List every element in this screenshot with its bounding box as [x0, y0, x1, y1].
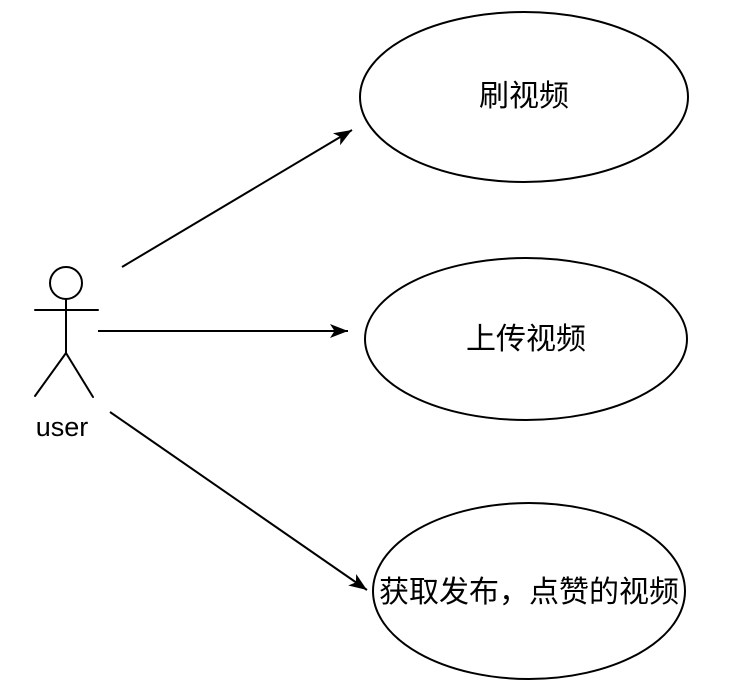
- connector-user-browse-videos[interactable]: [121, 129, 353, 268]
- use-case-browse-videos-label: 刷视频: [479, 80, 569, 113]
- use-case-browse-videos[interactable]: 刷视频: [359, 11, 689, 183]
- actor-label: user: [36, 412, 89, 442]
- use-case-upload-videos-ellipse: [364, 257, 688, 421]
- use-case-fetch-published-liked-videos[interactable]: 获取发布，点赞的视频: [372, 502, 686, 680]
- use-case-upload-videos[interactable]: 上传视频: [364, 257, 688, 421]
- use-case-upload-videos-label: 上传视频: [466, 323, 586, 356]
- actor-left-leg: [34, 352, 67, 397]
- actor-right-leg: [65, 352, 94, 398]
- actor-user[interactable]: user: [34, 266, 99, 442]
- use-case-fetch-published-liked-videos-label: 获取发布，点赞的视频: [379, 576, 679, 609]
- actor-head: [49, 266, 83, 300]
- connector-user-fetch-published-liked-videos[interactable]: [109, 411, 368, 591]
- use-case-fetch-published-liked-videos-ellipse: [372, 502, 686, 680]
- use-case-browse-videos-ellipse: [359, 11, 689, 183]
